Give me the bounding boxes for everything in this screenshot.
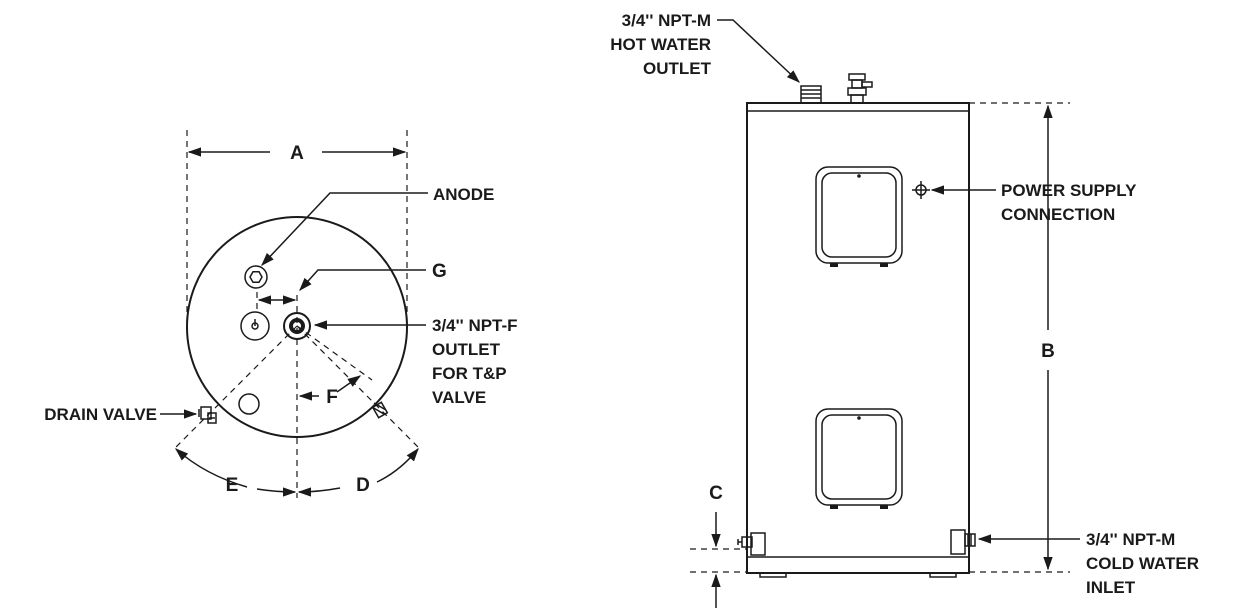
dim-d-ray xyxy=(296,325,419,448)
dim-f-label: F xyxy=(326,387,338,408)
dim-e-ray xyxy=(175,325,298,448)
dim-g-label: G xyxy=(432,261,447,282)
power-supply-label-2: CONNECTION xyxy=(1001,205,1115,224)
dim-b-label: B xyxy=(1041,341,1055,362)
cold-inlet-label-1: 3/4'' NPT-M xyxy=(1086,530,1175,549)
tp-outlet-label-3: FOR T&P xyxy=(432,364,507,383)
dim-f-ray xyxy=(296,325,373,381)
front-cold-inlet-icon xyxy=(950,529,976,555)
cold-inlet-label-3: INLET xyxy=(1086,578,1136,597)
drain-valve-label: DRAIN VALVE xyxy=(44,405,157,424)
lower-panel-tab-right xyxy=(880,505,888,509)
drain-valve-icon xyxy=(198,406,217,424)
power-supply-label-1: POWER SUPPLY xyxy=(1001,181,1137,200)
tank-top-circle xyxy=(186,216,408,438)
dim-f-arrow-right xyxy=(336,375,362,393)
tank-base-foot-left xyxy=(759,572,787,578)
anode-leader xyxy=(261,192,428,266)
dim-c-label: C xyxy=(709,483,723,504)
upper-panel-screw xyxy=(857,174,861,178)
upper-panel-tab-left xyxy=(830,263,838,267)
lower-access-panel-inner xyxy=(821,414,897,500)
front-drain-valve-icon xyxy=(737,532,766,556)
upper-panel-tab-right xyxy=(880,263,888,267)
element-fitting xyxy=(240,311,270,341)
dim-g-leader xyxy=(299,269,426,292)
hot-outlet-label-1: 3/4'' NPT-M xyxy=(622,11,711,30)
top-view: A ANODE G 3/4'' NPT-F OUTLET FOR T&P VAL… xyxy=(44,130,518,498)
hot-outlet-label-2: HOT WATER xyxy=(610,35,711,54)
front-view: 3/4'' NPT-M HOT WATER OUTLET POWER SUPPL… xyxy=(610,11,1199,608)
lower-access-panel xyxy=(815,408,903,506)
hot-outlet-leader xyxy=(717,19,800,83)
power-supply-knockout-icon xyxy=(912,181,930,199)
dim-e-arc-b xyxy=(256,487,297,497)
cold-inlet-label-2: COLD WATER xyxy=(1086,554,1199,573)
upper-access-panel xyxy=(815,166,903,264)
tp-valve-icon xyxy=(847,73,873,104)
dim-e-label: E xyxy=(226,475,239,496)
dim-a-label: A xyxy=(290,143,304,164)
dim-d-arc-a xyxy=(297,487,341,497)
tank-base-foot-right xyxy=(929,572,957,578)
hot-outlet-label-3: OUTLET xyxy=(643,59,712,78)
dim-d-label: D xyxy=(356,475,370,496)
tp-outlet-label-2: OUTLET xyxy=(432,340,501,359)
lower-panel-tab-left xyxy=(830,505,838,509)
tp-outlet-label-1: 3/4'' NPT-F xyxy=(432,316,518,335)
dim-e-arc-a xyxy=(174,448,248,488)
anode-hex-icon xyxy=(249,271,263,283)
lower-fitting xyxy=(238,393,260,415)
tp-outlet-label-4: VALVE xyxy=(432,388,486,407)
dim-d-arc-b xyxy=(376,447,419,483)
upper-access-panel-inner xyxy=(821,172,897,258)
anode-label: ANODE xyxy=(433,185,494,204)
lower-panel-screw xyxy=(857,416,861,420)
anode-fitting xyxy=(244,265,268,289)
hot-outlet-nipple-icon xyxy=(800,85,822,104)
